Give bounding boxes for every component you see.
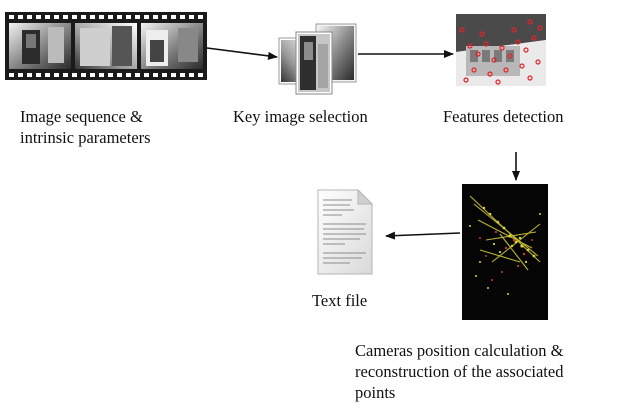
point-cloud-image bbox=[462, 184, 548, 320]
label-image-sequence: Image sequence & intrinsic parameters bbox=[20, 106, 151, 148]
label-text-file: Text file bbox=[312, 291, 368, 310]
feature-points-image bbox=[456, 14, 546, 86]
label-cameras-position-line2: reconstruction of the associated bbox=[355, 362, 564, 381]
label-cameras-position-line3: points bbox=[355, 383, 396, 402]
flow-arrows bbox=[206, 47, 520, 240]
label-features-detection: Features detection bbox=[443, 107, 564, 126]
photo-stack-image bbox=[278, 23, 357, 95]
label-cameras-position: Cameras position calculation & reconstru… bbox=[355, 340, 564, 403]
label-cameras-position-line1: Cameras position calculation & bbox=[355, 341, 564, 360]
label-key-image-selection: Key image selection bbox=[233, 107, 368, 126]
label-image-sequence-line1: Image sequence & bbox=[20, 107, 143, 126]
arrow-cameras-to-textfile bbox=[385, 231, 461, 240]
film-strip-image bbox=[5, 12, 207, 80]
label-image-sequence-line2: intrinsic parameters bbox=[20, 128, 151, 147]
arrow-sequence-to-key bbox=[206, 47, 278, 60]
text-document-icon bbox=[317, 188, 374, 275]
